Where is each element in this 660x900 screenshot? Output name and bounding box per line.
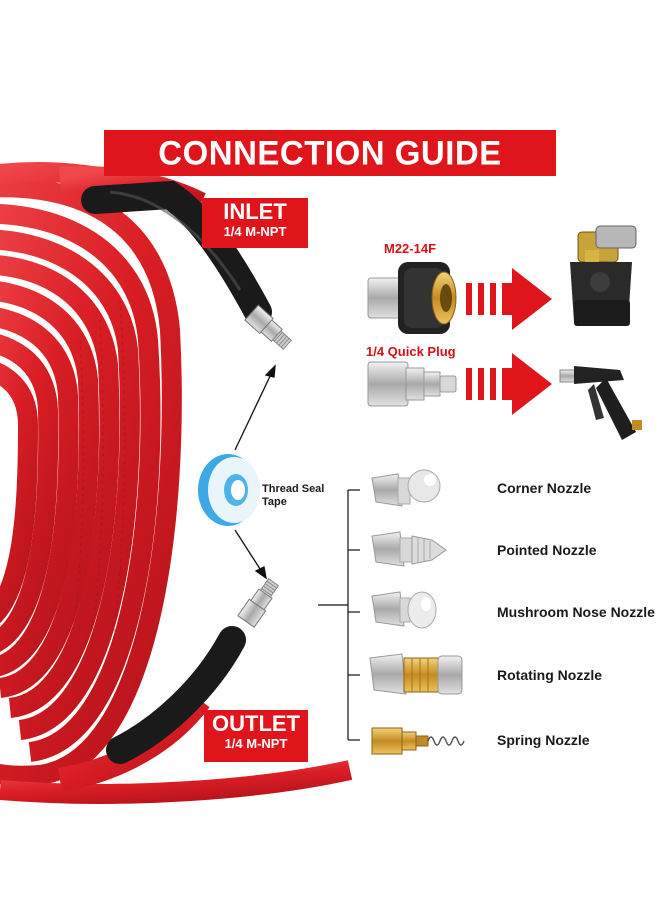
quick-plug-label: 1/4 Quick Plug (366, 344, 456, 359)
quick-plug-fitting-icon (367, 361, 457, 407)
thread-seal-line1: Thread Seal (262, 483, 325, 495)
thread-seal-tape-label: Thread Seal Tape (262, 483, 324, 509)
rotating-nozzle-icon (369, 653, 463, 695)
mushroom-nose-nozzle-icon (371, 591, 437, 629)
outlet-label: OUTLET (212, 711, 300, 736)
pointed-nozzle-label: Pointed Nozzle (497, 542, 597, 558)
pressure-washer-pump-icon (570, 225, 637, 326)
outlet-spec: 1/4 M-NPT (224, 736, 288, 751)
outlet-label-badge: OUTLET 1/4 M-NPT (204, 710, 308, 762)
page-title: CONNECTION GUIDE (158, 133, 502, 172)
inlet-label-badge: INLET 1/4 M-NPT (202, 198, 308, 248)
title-banner: CONNECTION GUIDE (104, 130, 556, 176)
tape-pointer-arrows (234, 364, 276, 580)
inlet-spec: 1/4 M-NPT (223, 224, 287, 239)
thread-seal-line2: Tape (262, 496, 287, 508)
outlet-hose-end (57, 578, 280, 792)
m22-14f-fitting-icon (367, 262, 457, 334)
spring-nozzle-icon (371, 727, 465, 755)
thread-seal-tape-icon (198, 454, 260, 526)
connection-arrow-pump (466, 268, 552, 330)
m22-14f-label: M22-14F (384, 241, 437, 256)
corner-nozzle-label: Corner Nozzle (497, 480, 592, 496)
corner-nozzle-icon (371, 469, 441, 507)
hose-coil (0, 162, 353, 804)
rotating-nozzle-label: Rotating Nozzle (497, 667, 602, 683)
connection-arrow-gun (466, 353, 552, 415)
spring-nozzle-label: Spring Nozzle (497, 732, 590, 748)
inlet-label: INLET (223, 199, 287, 224)
nozzle-bracket (318, 489, 360, 741)
mushroom-nose-nozzle-label: Mushroom Nose Nozzle (497, 604, 655, 620)
spray-gun-icon (559, 366, 642, 440)
pointed-nozzle-icon (371, 531, 447, 567)
